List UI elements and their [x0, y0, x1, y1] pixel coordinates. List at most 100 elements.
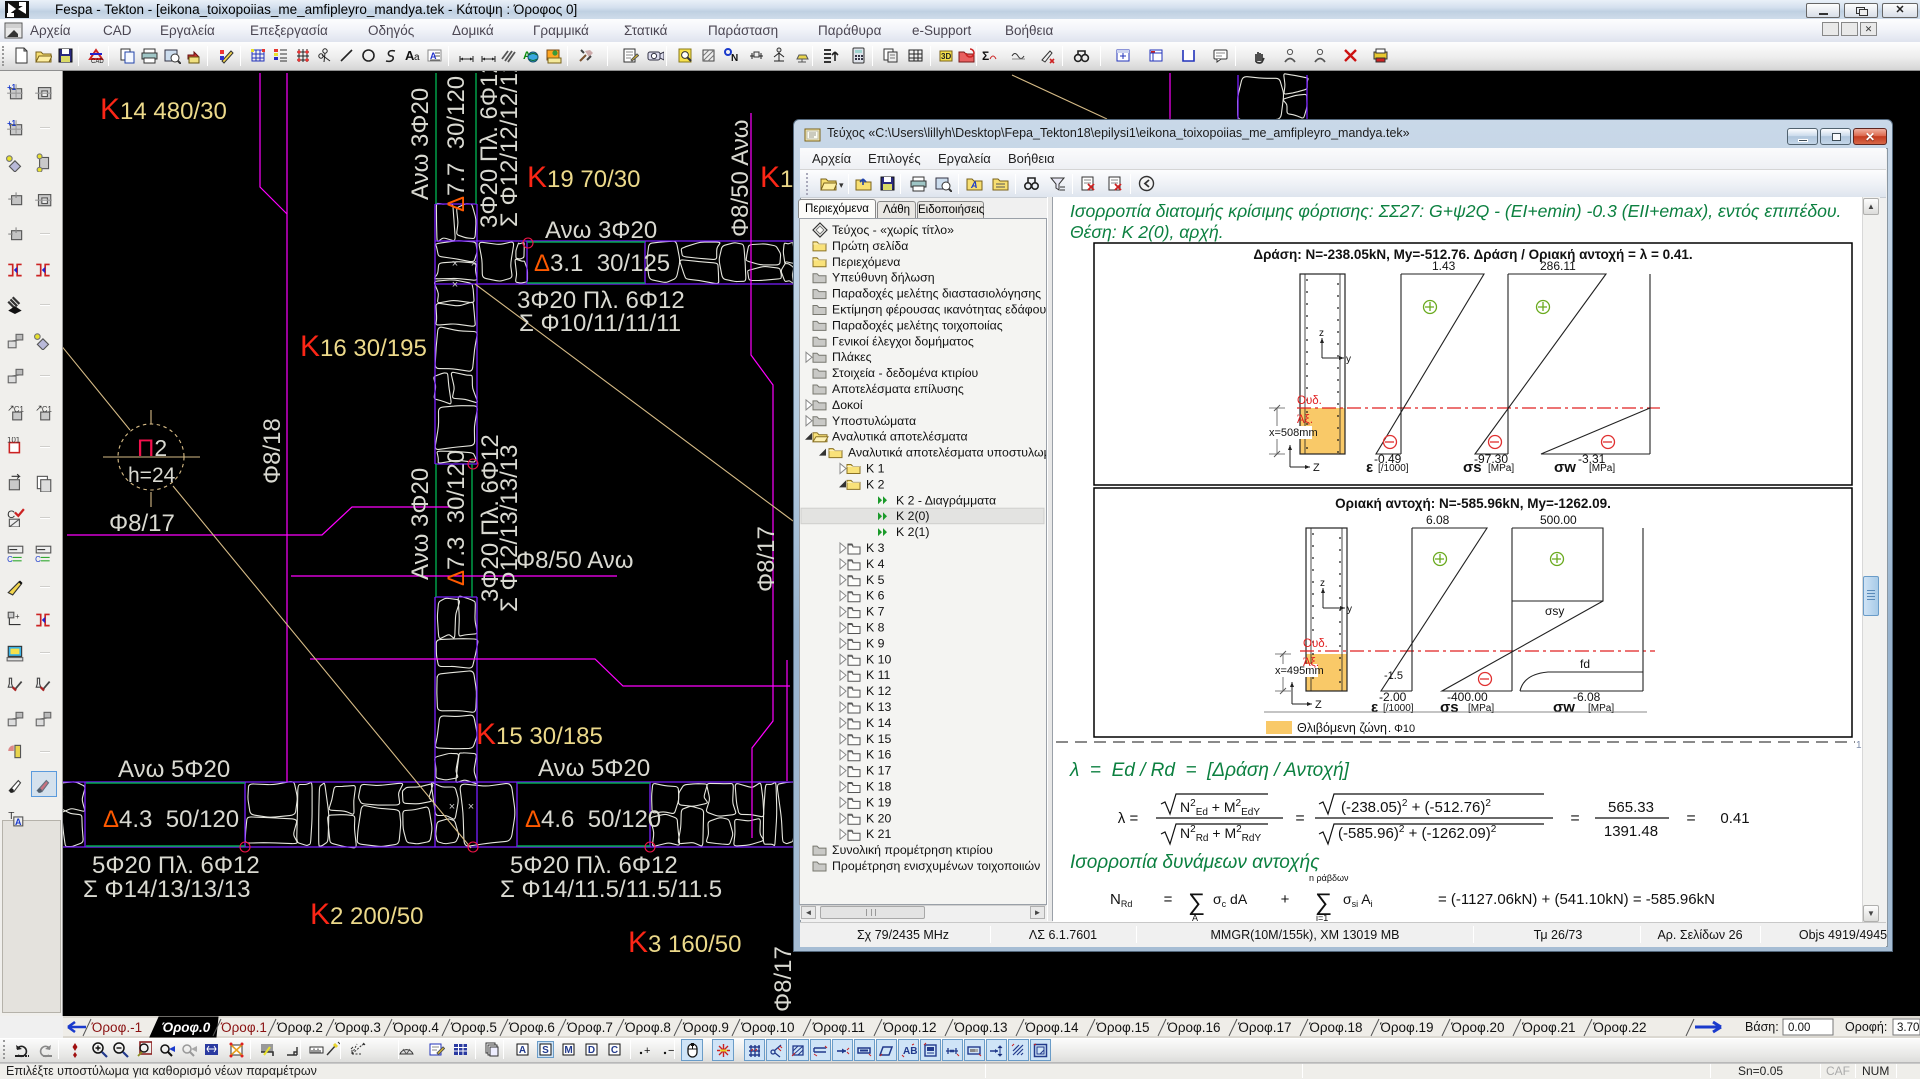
svg-text:Υπεύθυνη δήλωση: Υπεύθυνη δήλωση: [832, 271, 935, 285]
svg-text:Ανω 3Φ20: Ανω 3Φ20: [407, 468, 434, 580]
svg-text:1391.48: 1391.48: [1604, 823, 1658, 840]
svg-text:3Φ20 Πλ. 6Φ12: 3Φ20 Πλ. 6Φ12: [477, 434, 504, 602]
svg-text:×: ×: [449, 801, 455, 813]
svg-text:C1: C1: [42, 405, 52, 414]
svg-text:fd: fd: [1580, 657, 1590, 671]
svg-text:Θλιβόμενη ζώνη: Θλιβόμενη ζώνη: [1297, 721, 1387, 735]
svg-text:λ =: λ =: [1118, 810, 1139, 827]
svg-text:Αποτελέσματα επίλυσης: Αποτελέσματα επίλυσης: [832, 382, 964, 396]
svg-text:Κ 5: Κ 5: [866, 573, 885, 587]
svg-text:Δ7.3 30/120: Δ7.3 30/120: [443, 450, 470, 586]
svg-text:Σ Φ10/11/11/11: Σ Φ10/11/11/11: [519, 310, 681, 337]
svg-text:Όροφ.5: Όροφ.5: [450, 1020, 497, 1035]
svg-text:i=1: i=1: [1316, 913, 1328, 923]
svg-text:Όροφ.17: Όροφ.17: [1237, 1020, 1291, 1035]
svg-text:[/1000]: [/1000]: [1383, 703, 1414, 714]
svg-text:Υποστυλώματα: Υποστυλώματα: [832, 414, 916, 428]
svg-text:Εκτίμηση φέρουσας ικανότητας ε: Εκτίμηση φέρουσας ικανότητας εδάφους: [832, 303, 1046, 317]
svg-text:Δοκοί: Δοκοί: [832, 398, 863, 412]
svg-text:Όροφ.6: Όροφ.6: [508, 1020, 555, 1035]
svg-text:Αναλυτικά αποτελέσματα: Αναλυτικά αποτελέσματα: [832, 430, 968, 444]
svg-text:Δράση: N=-238.05kN, My=-512.76: Δράση: N=-238.05kN, My=-512.76. Δράση / …: [1253, 247, 1692, 262]
svg-text:Όροφ.22: Όροφ.22: [1592, 1020, 1646, 1035]
svg-text:x=495mm: x=495mm: [1275, 665, 1324, 677]
svg-text:Κ 9: Κ 9: [866, 636, 885, 650]
svg-text:y: y: [1346, 354, 1351, 365]
svg-text:×: ×: [468, 801, 474, 813]
svg-text:σc dA: σc dA: [1213, 891, 1248, 909]
svg-text:Όροφ.-1: Όροφ.-1: [91, 1020, 142, 1035]
svg-text:=: =: [1295, 810, 1304, 827]
svg-text:y: y: [1347, 604, 1352, 615]
svg-text:a: a: [414, 52, 420, 63]
svg-text:Κ 15: Κ 15: [866, 732, 891, 746]
svg-text:Δ4.6 50/120: Δ4.6 50/120: [525, 806, 661, 833]
svg-text:3Φ20 Πλ. 6Φ12: 3Φ20 Πλ. 6Φ12: [476, 71, 503, 228]
svg-text:. Φ10: . Φ10: [1388, 723, 1415, 735]
svg-text:Βάση:: Βάση:: [1745, 1020, 1779, 1034]
svg-text:Σ Φ12/12/12/12: Σ Φ12/12/12/12: [496, 71, 523, 227]
svg-text:Σ Φ14/13/13/13: Σ Φ14/13/13/13: [83, 876, 250, 903]
svg-text:K16 30/195: K16 30/195: [300, 330, 427, 363]
svg-text:z: z: [1320, 578, 1325, 589]
svg-text:Όροφ.15: Όροφ.15: [1095, 1020, 1149, 1035]
svg-text:σw: σw: [1553, 699, 1575, 716]
svg-text:Όροφ.20: Όροφ.20: [1450, 1020, 1504, 1035]
svg-text:Κ 2(1): Κ 2(1): [896, 525, 930, 539]
svg-text:Όροφ.2: Όροφ.2: [276, 1020, 323, 1035]
svg-text:Κ 2 - Διαγράμματα: Κ 2 - Διαγράμματα: [896, 493, 996, 507]
svg-text:ε: ε: [1366, 459, 1373, 476]
svg-text:Z: Z: [1313, 462, 1320, 474]
svg-text:Όροφ.16: Όροφ.16: [1166, 1020, 1220, 1035]
svg-text:Κ 18: Κ 18: [866, 780, 891, 794]
svg-text:3D: 3D: [941, 52, 951, 61]
svg-text:-400.00: -400.00: [1447, 690, 1488, 704]
svg-text:Κ 12: Κ 12: [866, 684, 891, 698]
svg-text:Όροφ.21: Όροφ.21: [1521, 1020, 1575, 1035]
svg-text:A: A: [430, 51, 437, 61]
svg-text:Φ8/18: Φ8/18: [259, 418, 286, 484]
svg-text:Άξ.: Άξ.: [1297, 414, 1313, 426]
svg-text:-97.30: -97.30: [1474, 452, 1508, 466]
svg-text:Αναλυτικά αποτελέσματα υποστυλ: Αναλυτικά αποτελέσματα υποστυλωμ: [848, 446, 1046, 460]
svg-text:Όροφ.11: Όροφ.11: [812, 1020, 865, 1035]
svg-text:Κ 20: Κ 20: [866, 811, 891, 825]
svg-text:Κ 6: Κ 6: [866, 589, 885, 603]
svg-text:+1: +1: [7, 119, 17, 128]
svg-text:Ουδ.: Ουδ.: [1303, 638, 1328, 650]
svg-text:K15 30/185: K15 30/185: [476, 718, 603, 751]
svg-text:Ανω 5Φ20: Ανω 5Φ20: [118, 756, 230, 783]
svg-text:[/1000]: [/1000]: [1378, 463, 1409, 474]
svg-text:×: ×: [452, 258, 458, 270]
svg-text:N2Rd + M2RdY: N2Rd + M2RdY: [1180, 824, 1261, 844]
svg-text:=: =: [1570, 810, 1579, 827]
svg-text:∑: ∑: [1188, 889, 1205, 916]
svg-text:z: z: [1319, 328, 1324, 339]
svg-text:x=508mm: x=508mm: [1269, 427, 1318, 439]
svg-text:286.11: 286.11: [1540, 259, 1576, 273]
svg-text:σw: σw: [1554, 459, 1576, 476]
svg-text:-1.5: -1.5: [1384, 670, 1403, 682]
svg-text:Όροφ.14: Όροφ.14: [1024, 1020, 1079, 1035]
svg-text:ε: ε: [1371, 699, 1378, 716]
svg-text:Κ 14: Κ 14: [866, 716, 891, 730]
svg-text:Σ: Σ: [982, 49, 989, 63]
svg-text:Π2: Π2: [137, 435, 167, 462]
svg-text:A: A: [970, 180, 978, 190]
svg-text:Ανω 5Φ20: Ανω 5Φ20: [538, 755, 650, 782]
svg-text:Ανω 3Φ20: Ανω 3Φ20: [545, 217, 657, 244]
svg-text:5Φ20 Πλ. 6Φ12: 5Φ20 Πλ. 6Φ12: [92, 852, 260, 879]
svg-text:Όροφ.3: Όροφ.3: [334, 1020, 381, 1035]
svg-text:=: =: [1164, 891, 1173, 908]
svg-text:Όροφ.10: Όροφ.10: [740, 1020, 794, 1035]
svg-text:C: C: [35, 555, 41, 563]
svg-text:A: A: [15, 817, 22, 827]
svg-text:D: D: [588, 1045, 595, 1056]
svg-text:= (-1127.06kN) + (541.10kN) =: = (-1127.06kN) + (541.10kN) = -585.96kN: [1438, 891, 1715, 908]
svg-text:Όροφ.4: Όροφ.4: [392, 1020, 439, 1035]
svg-text:Γενικοί έλεγχοι δομήματος: Γενικοί έλεγχοι δομήματος: [832, 334, 974, 348]
svg-text:Z: Z: [1315, 699, 1322, 711]
svg-text:(-585.96)2 + (-1262.09)2: (-585.96)2 + (-1262.09)2: [1338, 824, 1497, 842]
svg-text:S: S: [542, 1045, 549, 1056]
svg-text:M: M: [564, 1045, 572, 1056]
